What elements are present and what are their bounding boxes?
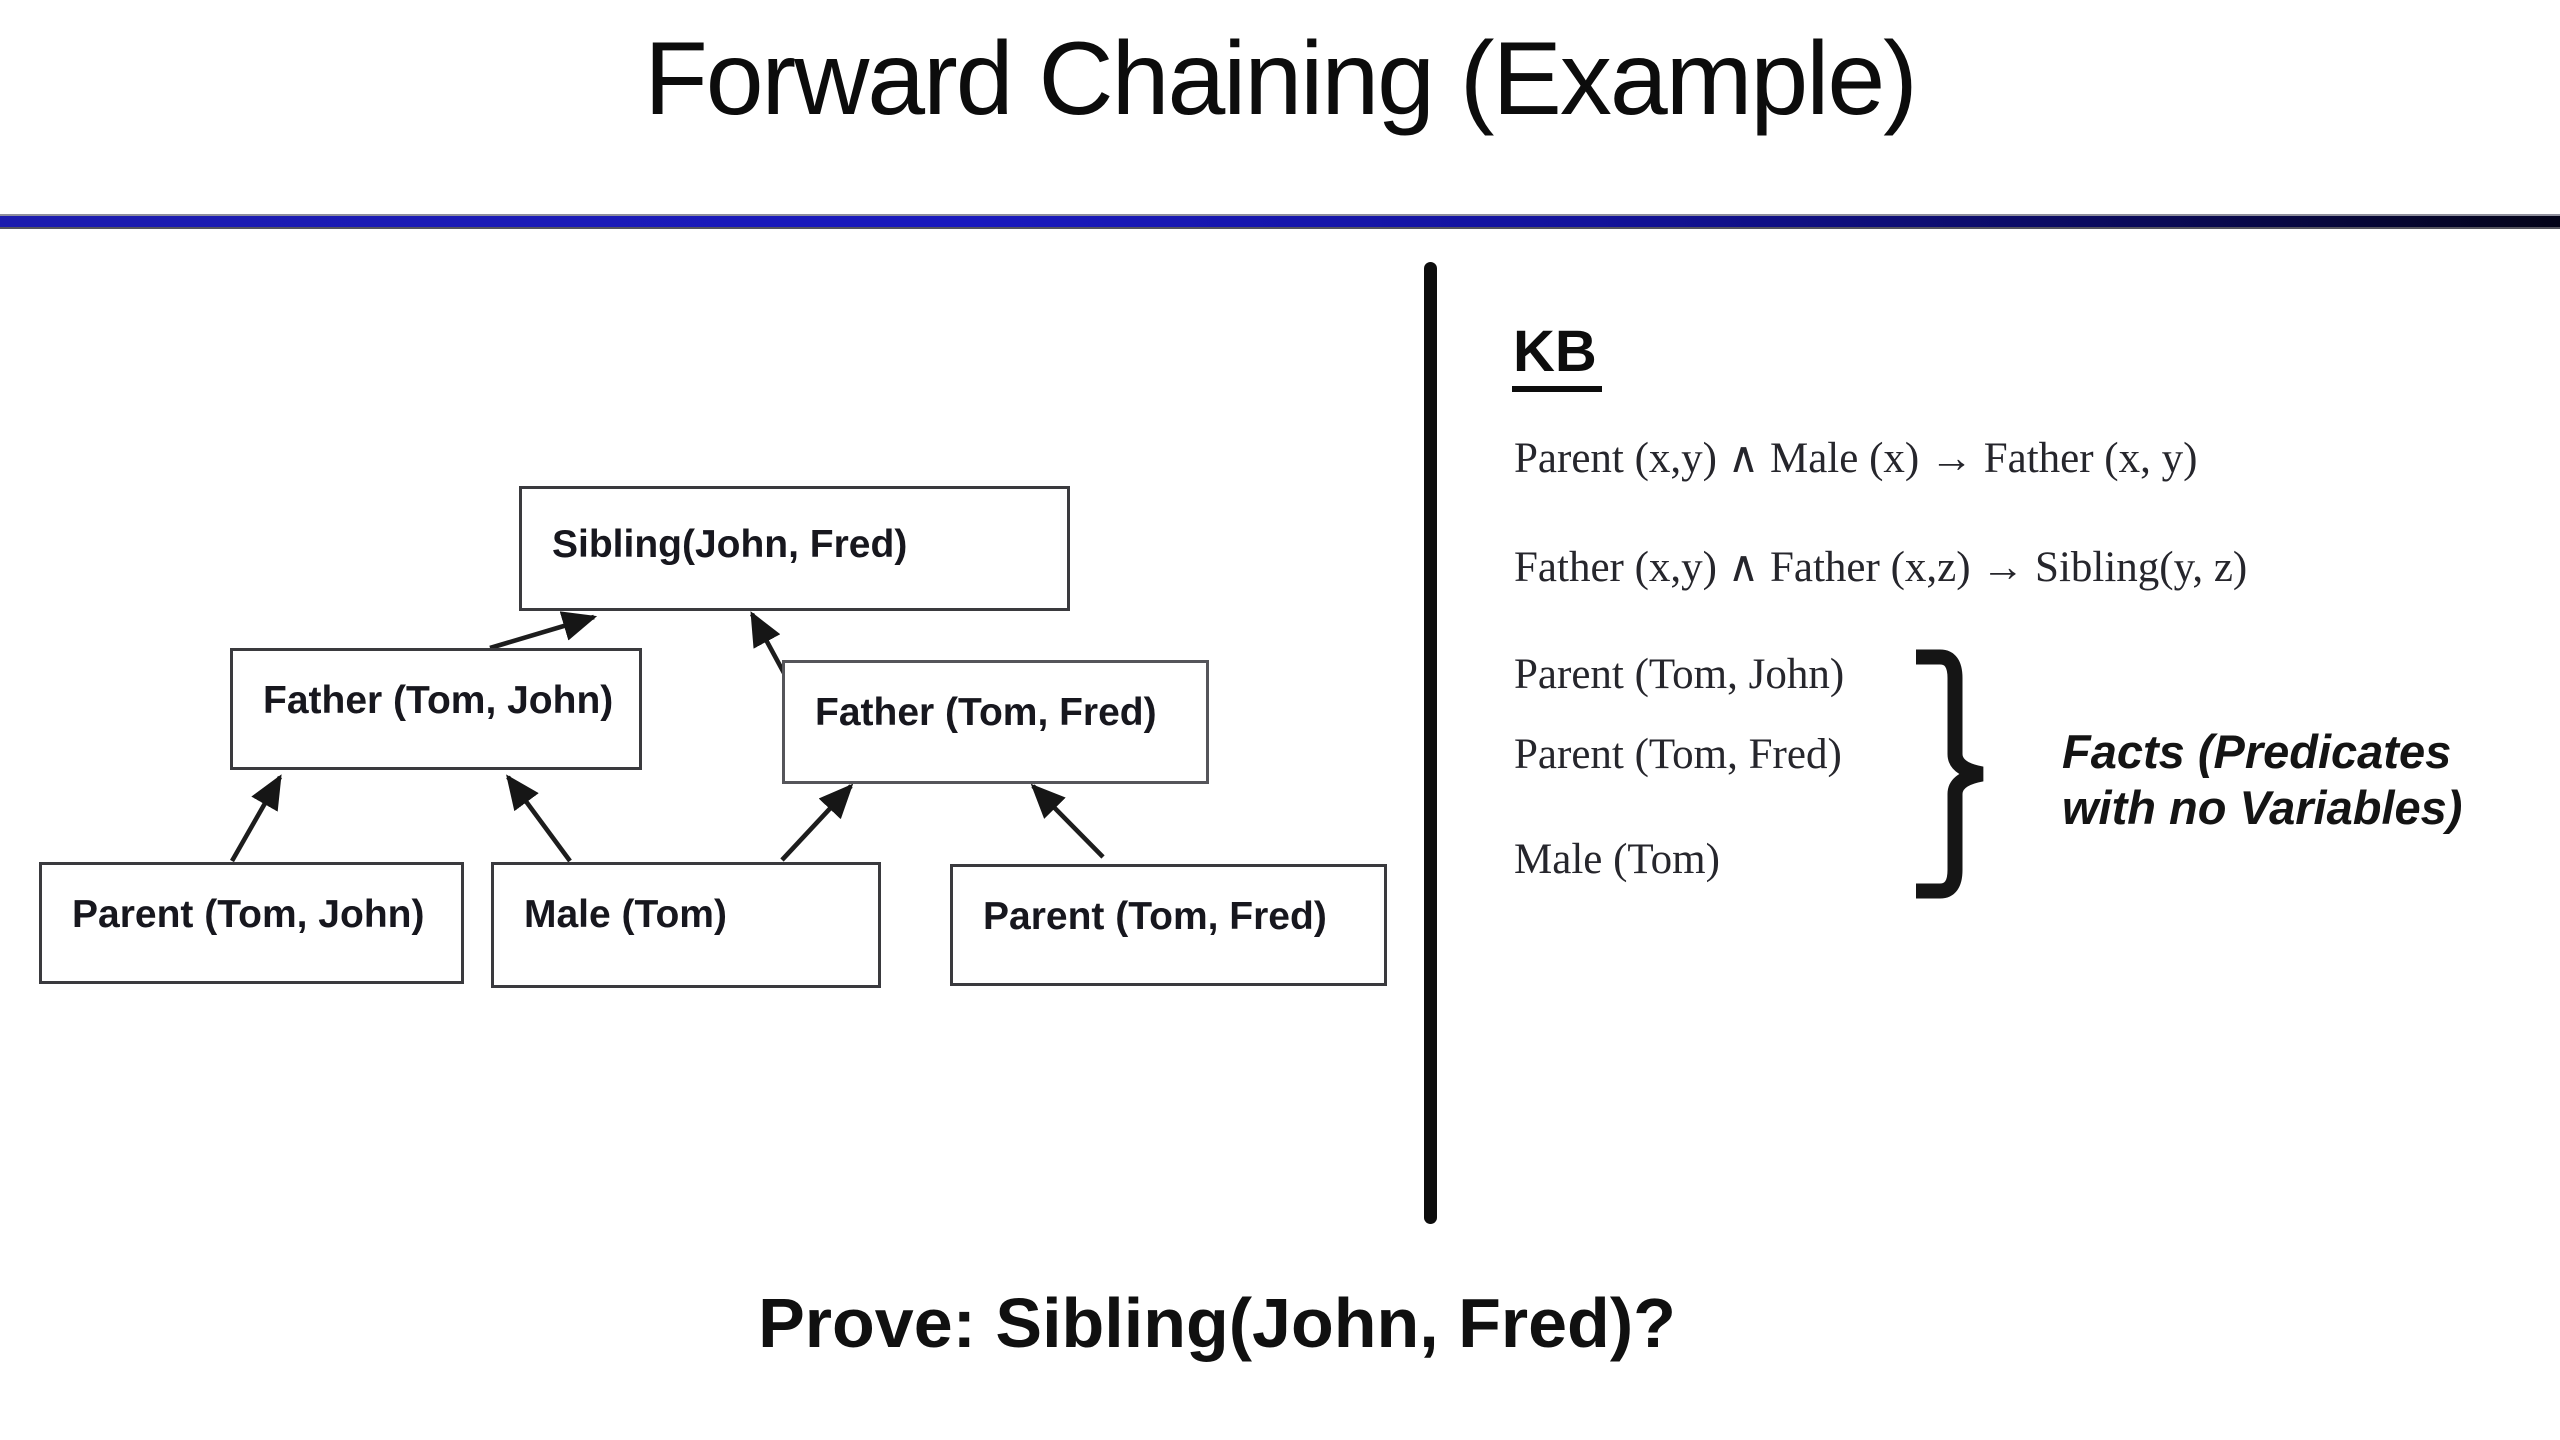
kb-fact-parent-tom-fred: Parent (Tom, Fred) (1514, 731, 1842, 778)
node-label: Father (Tom, Fred) (815, 691, 1157, 734)
node-father-tom-fred: Father (Tom, Fred) (782, 660, 1209, 784)
arrow-parentjohn-to-fatherjohn (230, 774, 282, 863)
kb-heading: KB (1512, 321, 1602, 392)
arrow-parentfred-to-fatherfred (1030, 783, 1105, 859)
node-sibling-john-fred: Sibling(John, Fred) (519, 486, 1070, 611)
node-label: Father (Tom, John) (263, 679, 614, 722)
facts-annotation: Facts (Predicates with no Variables) (2062, 725, 2463, 834)
facts-brace-icon (1916, 649, 1984, 899)
node-parent-tom-john: Parent (Tom, John) (39, 862, 464, 984)
kb-rule-parent-male-father: Parent (x,y) ∧ Male (x) → Father (x, y) (1514, 435, 2198, 482)
node-label: Male (Tom) (524, 893, 727, 936)
kb-fact-parent-tom-john: Parent (Tom, John) (1514, 651, 1845, 698)
arrow-male-to-fatherfred (780, 783, 854, 862)
title-divider-rule (0, 214, 2560, 229)
node-label: Parent (Tom, Fred) (983, 895, 1327, 938)
node-male-tom: Male (Tom) (491, 862, 881, 988)
node-father-tom-john: Father (Tom, John) (230, 648, 642, 770)
prove-goal-statement: Prove: Sibling(John, Fred)? (758, 1284, 1676, 1362)
node-label: Sibling(John, Fred) (552, 523, 908, 566)
kb-fact-male-tom: Male (Tom) (1514, 836, 1720, 883)
kb-rule-father-father-sibling: Father (x,y) ∧ Father (x,z) → Sibling(y,… (1514, 544, 2248, 591)
arrow-male-to-fatherjohn (506, 774, 572, 863)
slide-title: Forward Chaining (Example) (644, 21, 1918, 137)
node-parent-tom-fred: Parent (Tom, Fred) (950, 864, 1387, 986)
arrow-fatherfred-to-sibling (749, 611, 787, 675)
node-label: Parent (Tom, John) (72, 893, 425, 936)
panel-divider-line (1424, 262, 1437, 1224)
arrow-fatherjohn-to-sibling (489, 611, 598, 651)
